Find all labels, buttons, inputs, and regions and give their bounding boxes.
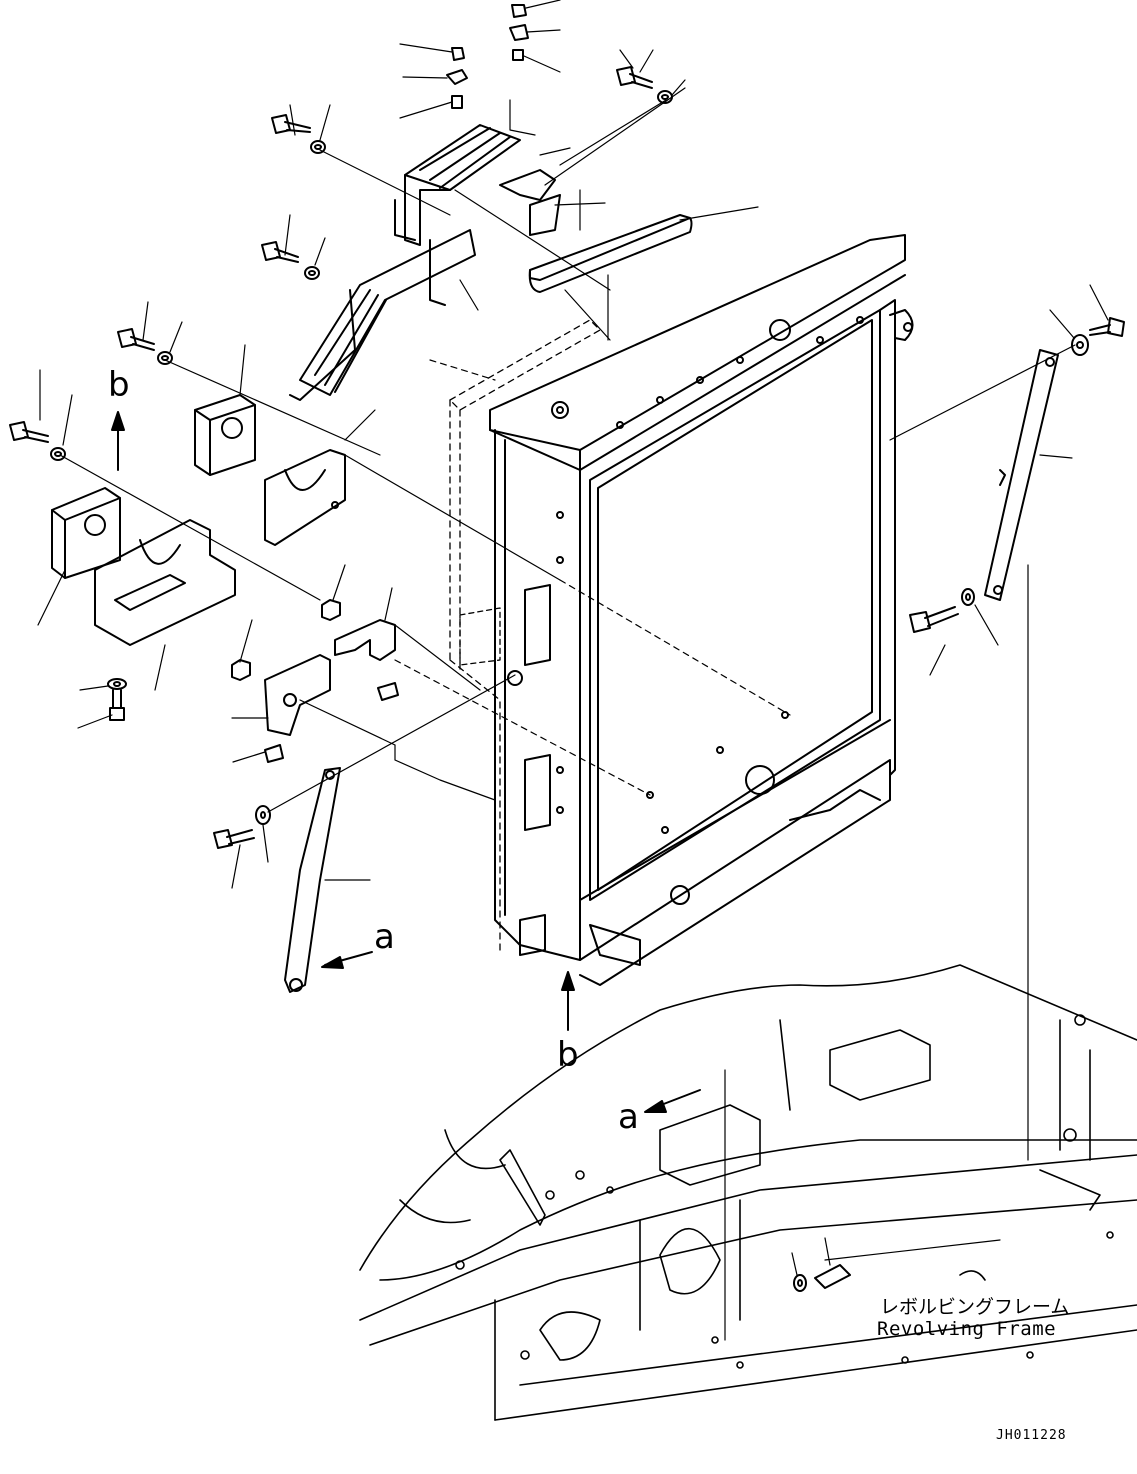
- revolving-frame-label-en: Revolving Frame: [877, 1318, 1057, 1340]
- bracket-plate-right: [264, 449, 346, 546]
- revolving-frame-label-jp: レボルビングフレーム: [880, 1296, 1070, 1318]
- drawing-number: JH011228: [996, 1428, 1067, 1443]
- seal-strip: [528, 214, 693, 293]
- bracket-plate-left: [94, 519, 236, 646]
- view-label-a-frame: a: [618, 1097, 639, 1137]
- support-stay-right: [984, 349, 1059, 601]
- spacers: [231, 599, 399, 763]
- radiator-assembly: [449, 234, 914, 986]
- view-label-b-bottom: b: [557, 1035, 579, 1075]
- view-label-a-stay: a: [374, 917, 395, 957]
- hose-clamp-upper: [394, 124, 561, 246]
- nuts: [446, 4, 529, 109]
- view-label-b-top: b: [108, 365, 130, 405]
- hose-clamp-lower: [289, 229, 476, 401]
- washers: [50, 90, 1089, 1292]
- leader-lines: [37, 0, 1109, 1341]
- clamp-block-upper: [194, 394, 256, 476]
- view-arrows: [111, 411, 701, 1113]
- clamp-block-lower: [51, 487, 121, 579]
- bolts: [9, 66, 1125, 1289]
- revolving-frame: [359, 964, 1137, 1421]
